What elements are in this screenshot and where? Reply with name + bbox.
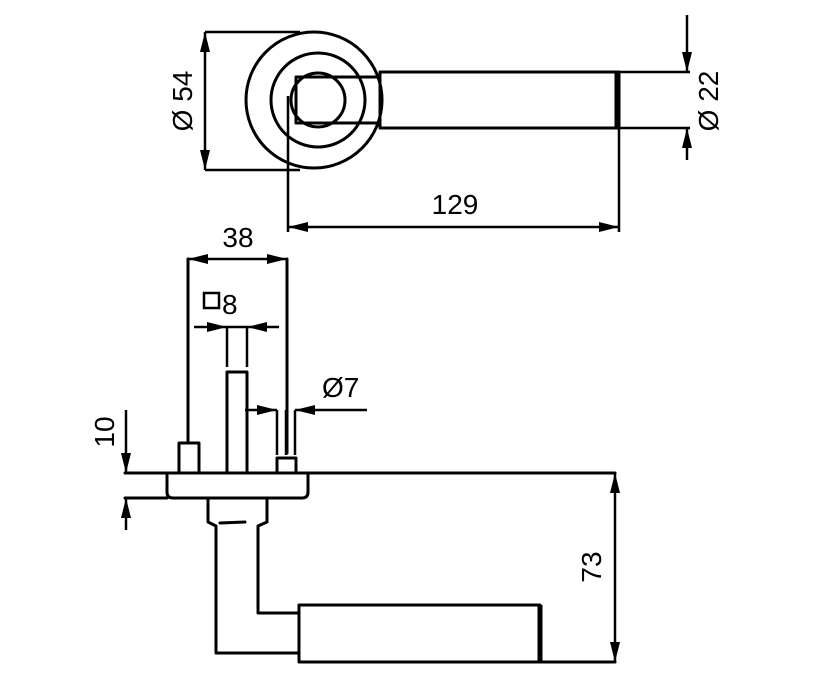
rose-inner-circle bbox=[289, 71, 347, 129]
dimension-pin-diameter: Ø7 bbox=[245, 372, 367, 455]
fixing-pin-left bbox=[177, 441, 201, 475]
top-view: Ø 54 Ø 22 129 bbox=[167, 15, 724, 232]
dimension-spindle-square: 8 bbox=[194, 289, 279, 367]
side-view: 38 8 Ø7 10 73 bbox=[89, 222, 620, 664]
square-spindle bbox=[225, 370, 249, 475]
lever-grip bbox=[378, 70, 621, 130]
dimension-lever-diameter: Ø 22 bbox=[619, 15, 724, 160]
rose-outer-circle bbox=[244, 30, 384, 170]
spindle-square-label: 8 bbox=[222, 289, 238, 320]
rose-middle-circle bbox=[269, 51, 367, 149]
rose-thickness-label: 10 bbox=[89, 416, 120, 447]
lever-grip-side bbox=[297, 603, 542, 664]
rose-width-label: 38 bbox=[222, 222, 253, 253]
lever-stem-outer bbox=[206, 496, 301, 655]
lever-length-label: 129 bbox=[432, 189, 479, 220]
square-symbol-icon bbox=[202, 291, 221, 310]
fixing-pin-right bbox=[275, 456, 298, 475]
lever-projection-label: 73 bbox=[576, 551, 607, 582]
dimension-rose-width: 38 bbox=[186, 222, 289, 455]
pin-diameter-label: Ø7 bbox=[322, 372, 359, 403]
neck-joint bbox=[218, 520, 247, 525]
lever-diameter-label: Ø 22 bbox=[693, 71, 724, 132]
dimension-lever-projection: 73 bbox=[576, 473, 620, 662]
lever-stem-inner bbox=[256, 496, 301, 615]
dimension-lever-length: 129 bbox=[286, 96, 621, 232]
dimension-rose-thickness: 10 bbox=[89, 410, 131, 530]
dimension-rose-diameter: Ø 54 bbox=[167, 30, 300, 172]
rose-plate bbox=[165, 471, 310, 500]
rose-diameter-label: Ø 54 bbox=[167, 71, 198, 132]
